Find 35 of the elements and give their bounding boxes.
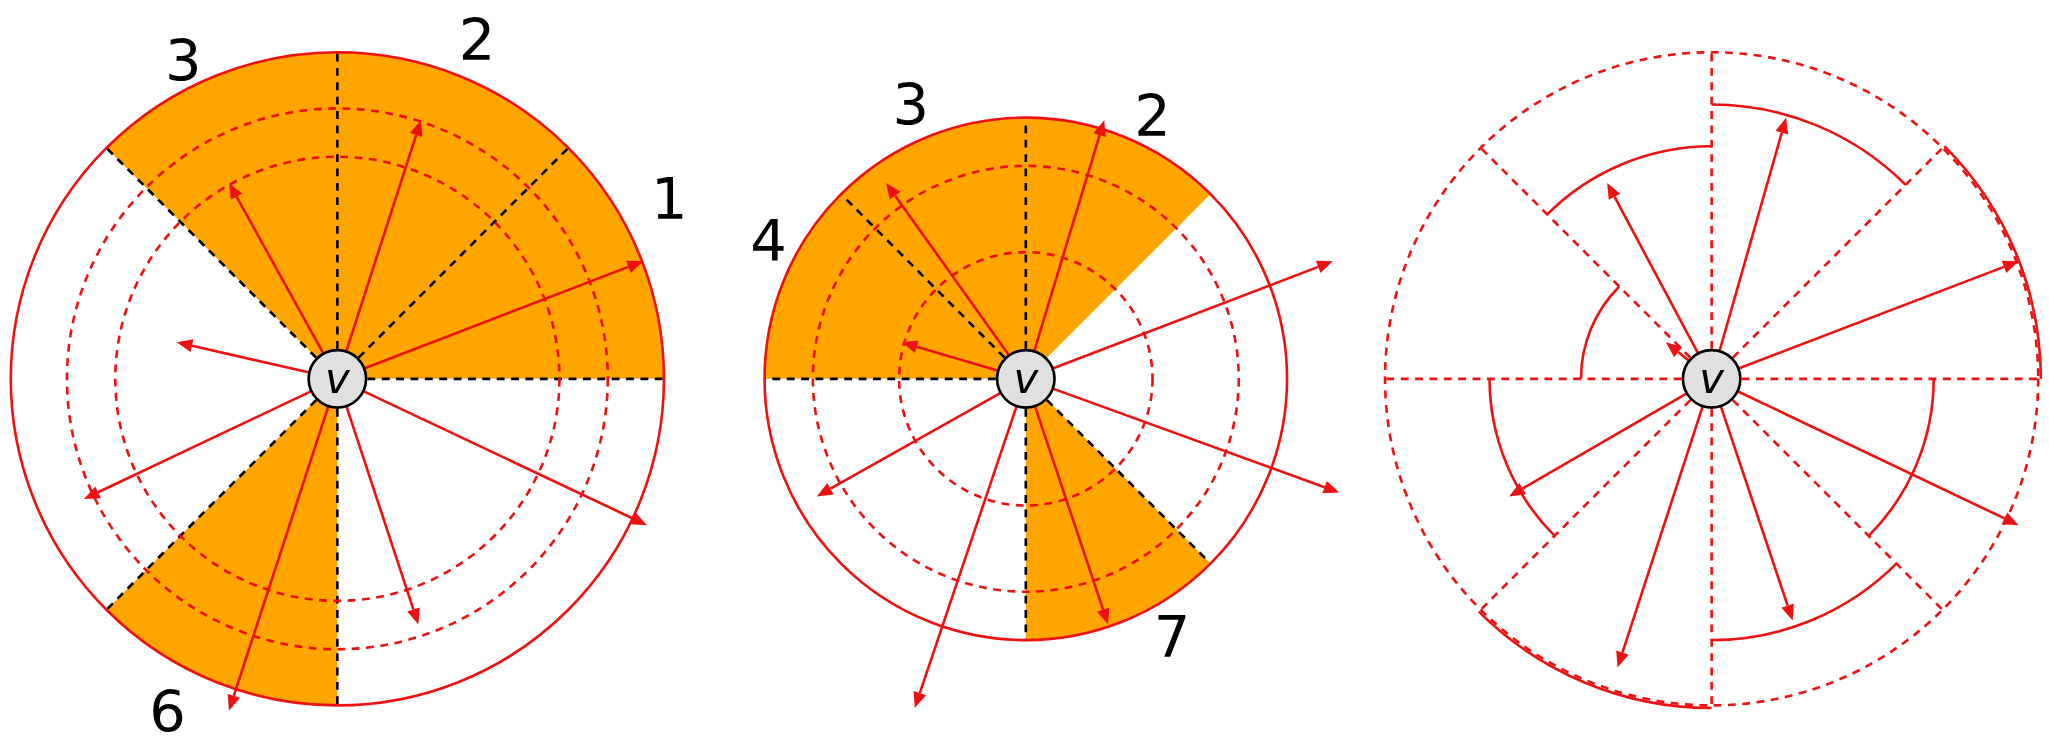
arrow <box>362 389 647 526</box>
region-number: 6 <box>149 678 186 742</box>
arrow <box>344 120 423 352</box>
arrow <box>1616 405 1704 668</box>
arrow <box>176 339 310 374</box>
region-number: 3 <box>892 72 930 140</box>
arrow <box>1607 182 1700 355</box>
arrow <box>1509 392 1688 497</box>
region-number: 4 <box>750 208 787 276</box>
vertex-circle: v <box>307 348 368 409</box>
arrow <box>886 182 1011 357</box>
region-number: 2 <box>1134 82 1171 150</box>
arrow <box>83 389 312 499</box>
arrow <box>1665 342 1690 362</box>
region-number: 7 <box>1153 604 1191 672</box>
arrow <box>1052 387 1340 494</box>
arrow <box>227 405 330 711</box>
vertex-circle: v <box>1681 348 1742 409</box>
region-number: 1 <box>650 166 688 234</box>
arrow <box>363 260 644 370</box>
arrow <box>1033 405 1110 625</box>
arrow <box>228 182 325 355</box>
arrow <box>913 405 1018 709</box>
arrow <box>1719 405 1794 621</box>
arrow <box>1737 390 2019 526</box>
arrow <box>345 405 420 625</box>
arrow <box>816 391 1002 497</box>
arrow <box>901 340 999 372</box>
arrow <box>1738 260 2019 370</box>
arrow <box>1052 260 1333 370</box>
region-number: 2 <box>458 7 496 75</box>
region-number: 3 <box>164 28 202 95</box>
arrow <box>1032 120 1106 352</box>
vertex-circle: v <box>995 348 1056 409</box>
arrow <box>1718 117 1789 352</box>
